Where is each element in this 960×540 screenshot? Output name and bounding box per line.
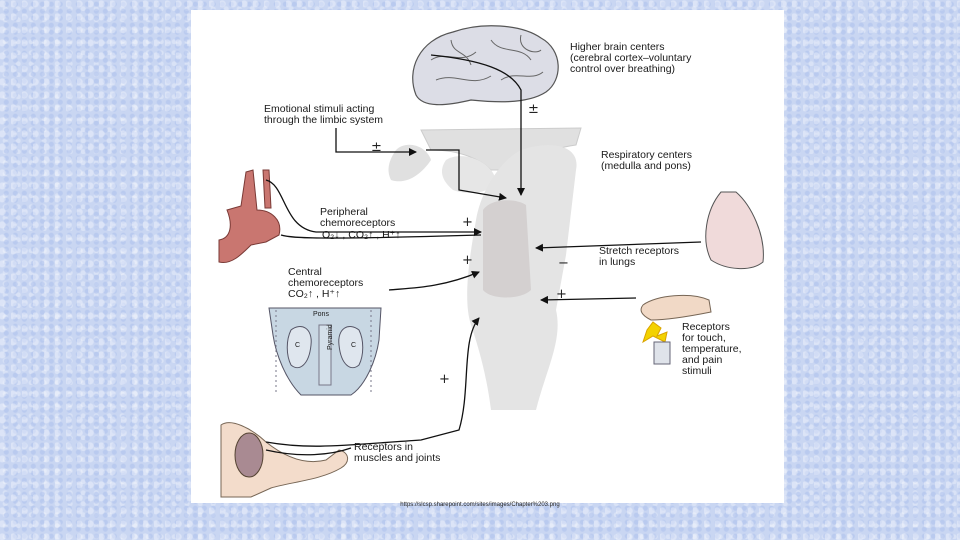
- label-c-right: C: [351, 342, 357, 349]
- arrow-higher-brain: [430, 54, 525, 196]
- label-central: Central chemoreceptors CO₂↑ , H⁺↑: [288, 266, 364, 300]
- sign-touch: +: [556, 287, 567, 302]
- arrow-muscles-2: [265, 447, 352, 456]
- arrow-emotional: [335, 128, 417, 156]
- arrow-muscles: [265, 317, 480, 447]
- carotid-illustration: [218, 169, 281, 264]
- arrow-stretch: [535, 241, 702, 252]
- label-c-left: C: [295, 342, 301, 349]
- arrow-emotional-2: [426, 149, 507, 201]
- lung-illustration: [705, 191, 764, 269]
- brainstem-illustration: [388, 127, 582, 411]
- label-respiratory: Respiratory centers (medulla and pons): [601, 149, 693, 172]
- arm-muscle-illustration: [220, 422, 348, 498]
- sign-peripheral: +: [462, 215, 473, 230]
- arrow-touch: [540, 295, 637, 304]
- label-peripheral-stimuli: O₂↓ , CO₂↑ , H⁺↑: [322, 229, 401, 241]
- touch-illustration: [640, 295, 712, 365]
- sign-higher: ±: [528, 102, 539, 117]
- arrow-peripheral: [265, 179, 482, 236]
- label-peripheral: Peripheral chemoreceptors: [320, 206, 396, 229]
- sign-central: +: [462, 253, 473, 268]
- source-url: https://slcsp.sharepoint.com/sites/image…: [400, 502, 560, 508]
- sign-emotional: ±: [371, 140, 382, 155]
- sign-stretch: −: [558, 256, 569, 271]
- label-stretch: Stretch receptors in lungs: [599, 245, 679, 268]
- arrow-central: [388, 271, 480, 291]
- label-touch: Receptors for touch, temperature, and pa…: [682, 321, 742, 377]
- sign-muscles: +: [439, 372, 450, 387]
- label-emotional: Emotional stimuli acting through the lim…: [264, 103, 384, 126]
- diagram-panel: Higher brain centers (cerebral cortex–vo…: [191, 10, 784, 503]
- pons-cross-section: [268, 307, 382, 396]
- label-pyramid: Pyramid: [327, 324, 334, 350]
- arrow-peripheral-2: [280, 234, 482, 239]
- label-muscles: Receptors in muscles and joints: [354, 441, 441, 464]
- label-higher-brain: Higher brain centers (cerebral cortex–vo…: [570, 41, 692, 75]
- respiratory-control-diagram: [218, 25, 764, 498]
- label-pons: Pons: [313, 311, 329, 318]
